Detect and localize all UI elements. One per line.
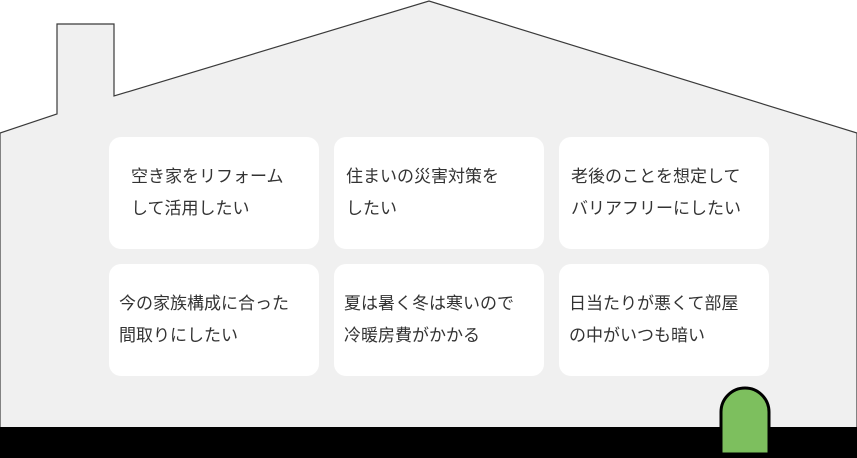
concern-card: 今の家族構成に合った 間取りにしたい [109, 264, 319, 376]
concern-card: 空き家をリフォーム して活用したい [109, 137, 319, 249]
concern-card: 住まいの災害対策を したい [334, 137, 544, 249]
concern-text: 空き家をリフォーム して活用したい [131, 167, 284, 219]
ground-bar [0, 427, 857, 458]
door-shape [719, 386, 771, 456]
concern-text: 老後のことを想定して バリアフリーにしたい [571, 167, 741, 219]
concern-card: 夏は暑く冬は寒いので 冷暖房費がかかる [334, 264, 544, 376]
concern-text: 日当たりが悪くて部屋 の中がいつも暗い [569, 294, 739, 346]
concern-card: 老後のことを想定して バリアフリーにしたい [559, 137, 769, 249]
concern-card: 日当たりが悪くて部屋 の中がいつも暗い [559, 264, 769, 376]
concern-text: 夏は暑く冬は寒いので 冷暖房費がかかる [344, 294, 514, 346]
concern-text: 住まいの災害対策を したい [346, 167, 499, 219]
concern-text: 今の家族構成に合った 間取りにしたい [119, 294, 289, 346]
